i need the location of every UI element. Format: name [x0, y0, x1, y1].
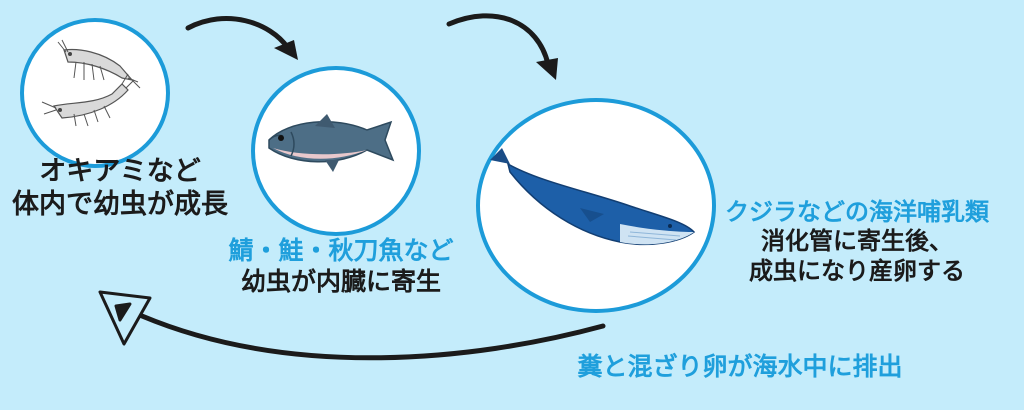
- arrowhead-1: [274, 40, 298, 60]
- arrow-whale-to-egg: [139, 313, 606, 361]
- stage-circle-fish: [251, 66, 421, 236]
- stage2-caption: 鯖・鮭・秋刀魚など 幼虫が内臓に寄生: [206, 236, 476, 297]
- stage2-host: 鯖・鮭・秋刀魚など: [228, 236, 454, 265]
- stage-circle-whale: [476, 98, 716, 313]
- stage1-caption-line2: 体内で幼虫が成長: [12, 188, 228, 220]
- whale-icon: [490, 148, 696, 246]
- arrow-fish-to-whale: [446, 13, 551, 67]
- stage3-caption-line2: 成虫になり産卵する: [749, 256, 965, 285]
- stage3-caption-line1: 消化管に寄生後、: [761, 227, 953, 256]
- arrow-krill-to-fish: [185, 16, 291, 51]
- arrowhead-2: [536, 58, 558, 80]
- stage3-host: クジラなどの海洋哺乳類: [725, 198, 989, 226]
- stage2-caption-line: 幼虫が内臓に寄生: [240, 266, 441, 296]
- return-caption: 糞と混ざり卵が海水中に排出: [577, 352, 903, 381]
- stage3-caption: クジラなどの海洋哺乳類 消化管に寄生後、 成虫になり産卵する: [697, 198, 1017, 286]
- stage1-caption: オキアミなど 体内で幼虫が成長: [0, 156, 240, 222]
- fish-icon: [268, 114, 395, 172]
- stage1-caption-line1: オキアミなど: [39, 156, 201, 187]
- stage-circle-krill: [20, 18, 170, 168]
- arrowhead-3: [98, 290, 152, 346]
- krill-icon: [41, 39, 141, 127]
